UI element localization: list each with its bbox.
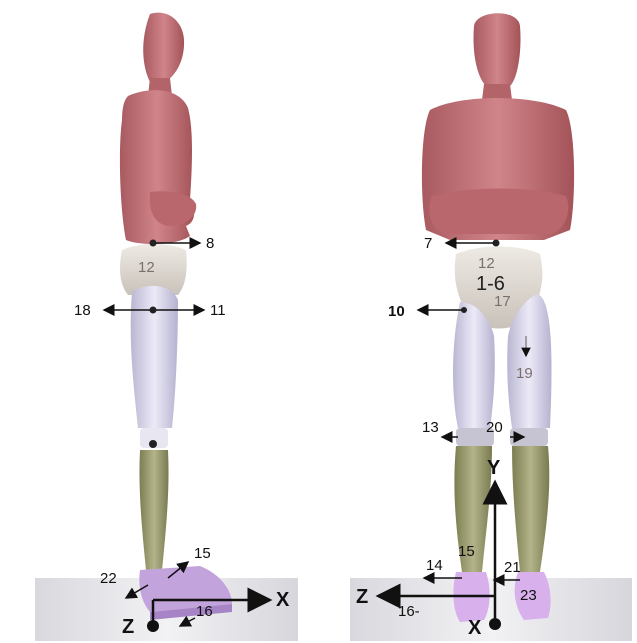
front-view: 7 12 1-6 17 10 19 13 20 14 15 21 16- 23 … <box>350 13 632 641</box>
front-axis-x-label: X <box>468 617 482 639</box>
front-axis-z-label: Z <box>356 586 368 608</box>
side-view: 8 12 18 11 15 22 16 X Z <box>35 13 298 641</box>
front-label-7: 7 <box>424 235 432 252</box>
front-head <box>474 13 521 86</box>
front-floor-plate <box>350 578 632 641</box>
side-label-18: 18 <box>74 302 91 319</box>
side-knee-joint <box>149 440 157 448</box>
side-label-8: 8 <box>206 235 214 252</box>
front-label-23: 23 <box>520 587 537 604</box>
side-shin <box>139 450 168 570</box>
front-label-16: 16- <box>398 603 420 620</box>
front-axis-y-label: Y <box>487 457 501 479</box>
side-head <box>143 13 184 82</box>
side-label-12: 12 <box>138 259 155 276</box>
front-neck <box>482 84 512 100</box>
front-shin-right <box>512 446 549 572</box>
side-neck-joint <box>150 240 157 247</box>
front-label-1-6: 1-6 <box>476 273 505 295</box>
front-label-20: 20 <box>486 419 503 436</box>
front-folded-arms <box>429 189 568 235</box>
front-label-21: 21 <box>504 559 521 576</box>
front-label-12: 12 <box>478 255 495 272</box>
side-label-15: 15 <box>194 545 211 562</box>
side-axis-z-label: Z <box>122 616 134 638</box>
side-label-11: 11 <box>210 302 226 319</box>
front-label-13: 13 <box>422 419 439 436</box>
front-label-17: 17 <box>494 293 511 310</box>
side-label-22: 22 <box>100 570 117 587</box>
side-axis-x-label: X <box>276 589 290 611</box>
front-label-14: 14 <box>426 557 443 574</box>
front-label-19: 19 <box>516 365 533 382</box>
side-label-16: 16 <box>196 603 213 620</box>
side-origin-dot <box>147 620 159 632</box>
side-hip-joint <box>150 307 157 314</box>
front-label-10: 10 <box>388 303 405 320</box>
front-origin-dot <box>489 618 501 630</box>
front-label-15: 15 <box>458 543 475 560</box>
